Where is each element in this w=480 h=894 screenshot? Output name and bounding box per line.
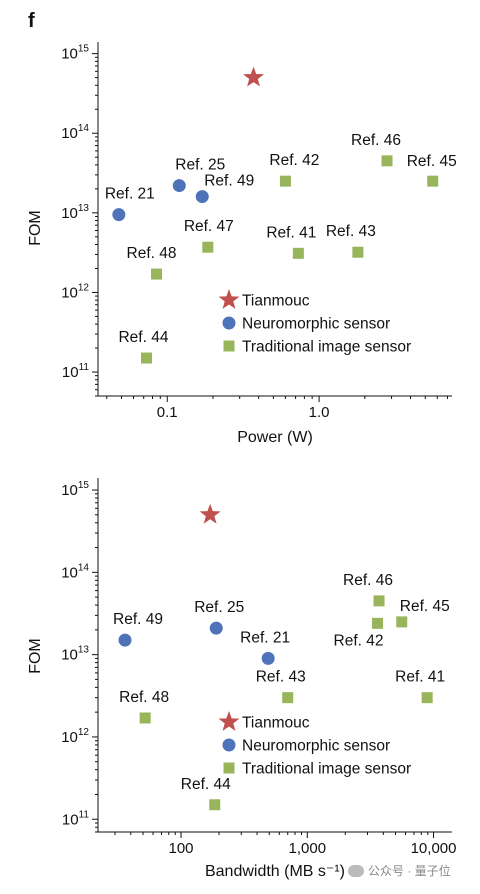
y-tick-exponent: 12 <box>78 282 90 293</box>
point-label: Ref. 21 <box>105 186 155 203</box>
square-point <box>427 175 439 187</box>
circle-point <box>195 190 209 204</box>
y-tick-exponent: 12 <box>78 727 90 738</box>
chart-2: 1011 1012 1013 1014 1015 100 1,000 10,000Bandwi… <box>27 478 456 880</box>
watermark: 公众号 · 量子位 <box>348 862 451 879</box>
square-point <box>381 155 393 167</box>
y-tick-exponent: 11 <box>79 362 90 373</box>
legend-star-marker <box>218 711 240 731</box>
y-tick-exponent: 15 <box>78 480 90 491</box>
point-label: Ref. 41 <box>266 224 316 241</box>
star-point <box>243 66 264 87</box>
legend-star-marker <box>218 289 240 309</box>
x-tick-label: 1.0 <box>309 404 330 421</box>
y-tick-label: 1012 <box>61 727 89 746</box>
point-label: Ref. 43 <box>326 223 376 240</box>
y-tick-exponent: 13 <box>78 645 90 656</box>
point-label: Ref. 45 <box>407 153 457 170</box>
square-point <box>396 616 408 628</box>
point-label: Ref. 49 <box>113 611 163 628</box>
legend-square-marker <box>223 762 235 774</box>
legend-label: Neuromorphic sensor <box>242 738 390 755</box>
square-point <box>140 352 152 364</box>
legend-circle-marker <box>222 738 236 752</box>
point-label: Ref. 42 <box>334 632 384 649</box>
y-tick-exponent: 15 <box>78 44 90 55</box>
point-label: Ref. 48 <box>119 689 169 706</box>
x-tick-label: 100 <box>169 840 194 857</box>
y-tick-label: 1015 <box>61 44 89 63</box>
square-point <box>279 175 291 187</box>
point-label: Ref. 21 <box>240 629 290 646</box>
legend-label: Traditional image sensor <box>242 761 411 778</box>
circle-point <box>118 633 132 647</box>
x-axis-label: Power (W) <box>237 429 313 446</box>
square-point <box>292 247 304 259</box>
legend-circle-marker <box>222 316 236 330</box>
y-tick-label: 1015 <box>61 480 89 499</box>
square-point <box>421 692 433 704</box>
point-label: Ref. 44 <box>118 329 168 346</box>
x-tick-label: 1,000 <box>289 840 327 857</box>
circle-point <box>112 208 126 222</box>
point-label: Ref. 46 <box>351 132 401 149</box>
point-label: Ref. 44 <box>181 776 231 793</box>
x-tick-label: 0.1 <box>157 404 178 421</box>
point-label: Ref. 43 <box>256 669 306 686</box>
y-tick-exponent: 13 <box>78 203 90 214</box>
square-point <box>373 595 385 607</box>
point-label: Ref. 47 <box>184 218 234 235</box>
point-label: Ref. 45 <box>400 598 450 615</box>
legend-square-marker <box>223 340 235 352</box>
y-tick-label: 1011 <box>62 809 90 828</box>
square-point <box>139 712 151 724</box>
y-tick-label: 1014 <box>61 562 89 581</box>
y-axis-label: FOM <box>27 638 44 674</box>
legend-label: Neuromorphic sensor <box>242 316 390 333</box>
point-label: Ref. 49 <box>204 173 254 190</box>
circle-point <box>261 651 275 665</box>
x-axis-label: Bandwidth (MB s⁻¹) <box>205 863 345 880</box>
star-point <box>199 503 221 524</box>
panel-letter: f <box>28 10 35 32</box>
y-tick-label: 1011 <box>62 362 90 381</box>
square-point <box>202 241 214 253</box>
square-point <box>151 268 163 280</box>
y-tick-label: 1013 <box>61 645 89 664</box>
y-tick-exponent: 11 <box>79 809 90 820</box>
watermark-text: 公众号 · 量子位 <box>368 864 451 878</box>
square-point <box>209 799 221 811</box>
legend-label: Tianmouc <box>242 293 310 310</box>
y-tick-label: 1013 <box>61 203 89 222</box>
point-label: Ref. 25 <box>194 599 244 616</box>
circle-point <box>209 621 223 635</box>
x-tick-label: 10,000 <box>411 840 457 857</box>
point-label: Ref. 42 <box>269 152 319 169</box>
square-point <box>352 246 364 258</box>
y-tick-label: 1012 <box>61 282 89 301</box>
y-tick-exponent: 14 <box>78 123 90 134</box>
point-label: Ref. 25 <box>175 157 225 174</box>
circle-point <box>172 179 186 193</box>
wechat-icon <box>348 864 364 877</box>
square-point <box>282 692 294 704</box>
y-axis-label: FOM <box>27 210 44 246</box>
square-point <box>372 617 384 629</box>
y-tick-exponent: 14 <box>78 562 90 573</box>
point-label: Ref. 46 <box>343 572 393 589</box>
legend-label: Tianmouc <box>242 715 310 732</box>
legend-label: Traditional image sensor <box>242 339 411 356</box>
point-label: Ref. 48 <box>127 245 177 262</box>
y-tick-label: 1014 <box>61 123 89 142</box>
point-label: Ref. 41 <box>395 669 445 686</box>
